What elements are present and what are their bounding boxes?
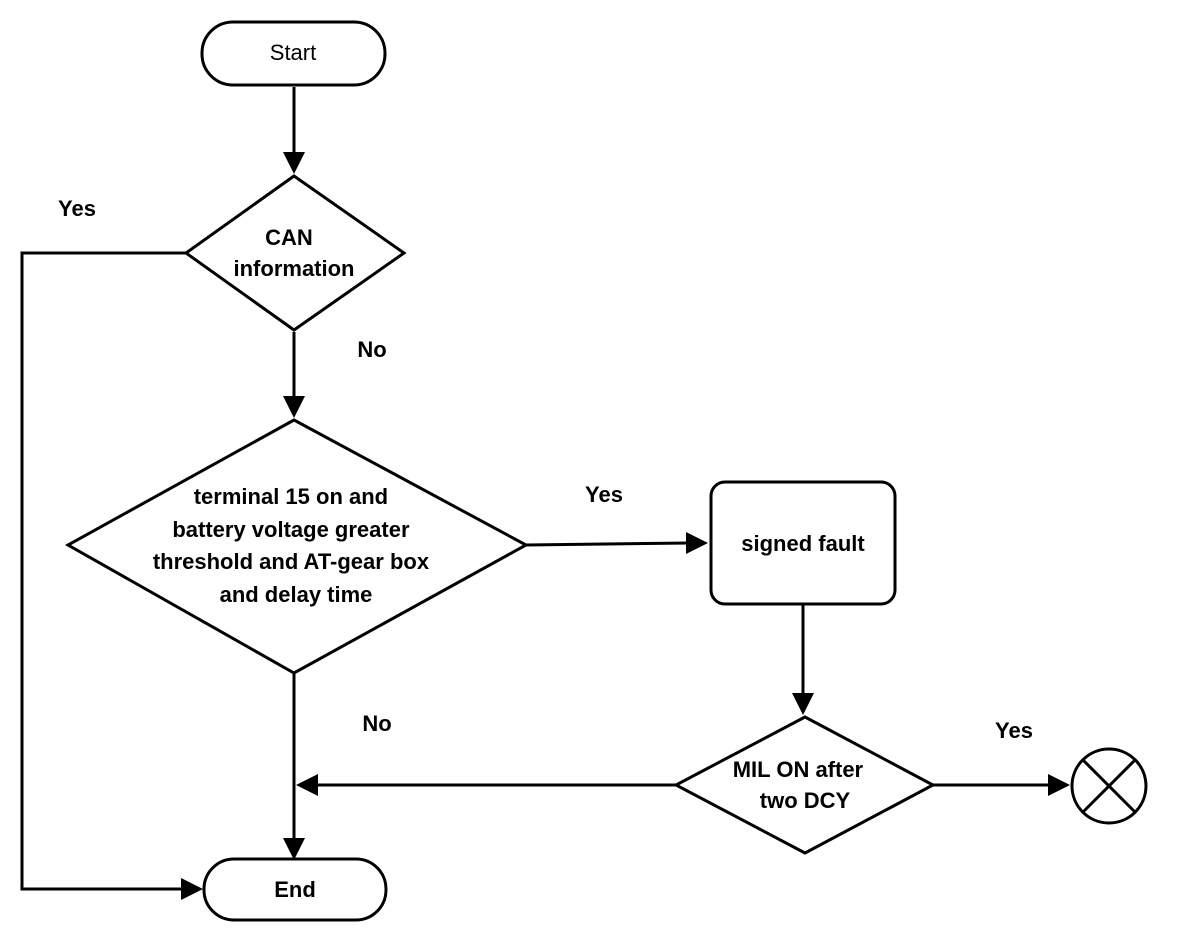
edge-label-mil-yes: Yes — [995, 718, 1033, 743]
arrowhead-can — [283, 152, 305, 174]
end-terminal — [202, 857, 388, 922]
arrowhead-fault — [686, 532, 708, 554]
arrowhead-terminal — [283, 396, 305, 418]
terminal-decision-line-4: and delay time — [220, 582, 373, 607]
mil-decision-label: MIL ON after two DCY — [733, 757, 870, 813]
arrowhead-mil — [792, 693, 814, 715]
edge-label-terminal-no: No — [362, 711, 391, 736]
start-label: Start — [270, 40, 316, 65]
arrowhead-end-left — [181, 878, 203, 900]
can-decision-label: CAN information — [234, 225, 355, 281]
terminal-decision-line-2: battery voltage greater — [172, 517, 410, 542]
connector-can-yes-to-end — [20, 251, 186, 891]
terminal-voltage-decision — [64, 418, 530, 675]
start-terminal — [200, 20, 387, 87]
terminator-cross-icon — [1070, 747, 1148, 825]
arrowhead-mil-yes — [1048, 774, 1070, 796]
terminal-decision-line-1: terminal 15 on and — [194, 484, 388, 509]
terminal-decision-label: terminal 15 on and battery voltage great… — [153, 484, 435, 607]
end-label: End — [274, 877, 316, 902]
can-information-decision — [183, 174, 407, 332]
mil-decision — [672, 715, 937, 855]
mil-decision-line-1: MIL ON after — [733, 757, 864, 782]
can-decision-line-2: information — [234, 256, 355, 281]
edge-label-terminal-yes: Yes — [585, 482, 623, 507]
signed-fault-process — [709, 480, 897, 606]
connector-terminal-to-fault — [525, 541, 691, 547]
arrowhead-end-top — [283, 838, 305, 860]
edge-label-can-no: No — [357, 337, 386, 362]
arrowhead-mil-no — [296, 774, 318, 796]
mil-decision-line-2: two DCY — [760, 788, 851, 813]
edge-label-can-yes: Yes — [58, 196, 96, 221]
signed-fault-label: signed fault — [741, 531, 865, 556]
can-decision-line-1: CAN — [265, 225, 313, 250]
terminal-decision-line-3: threshold and AT-gear box — [153, 549, 430, 574]
